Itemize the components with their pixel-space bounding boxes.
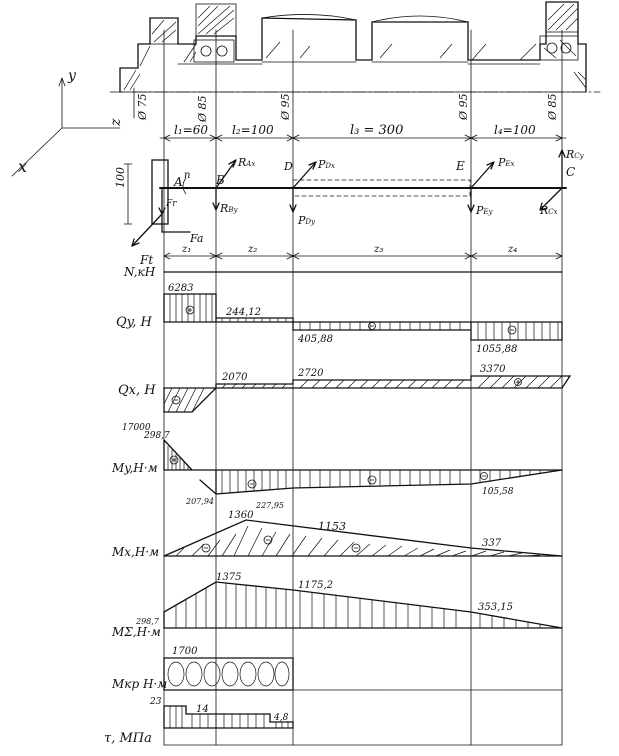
point-e: E <box>455 159 465 173</box>
diagram-tau: τ, МПа 23 14 4,8 <box>104 697 563 746</box>
segment-z1: z₁ <box>181 244 191 255</box>
height-label: 100 <box>114 167 127 188</box>
segment-markers: z₁ z₂ z₃ z₄ <box>163 244 563 260</box>
n-label: N,кН <box>123 265 156 279</box>
force-rcx: RCx <box>539 204 558 217</box>
qx-value-4: 17000 <box>122 423 151 433</box>
shaft-assembly <box>109 1 601 93</box>
force-pey: PEy <box>475 204 494 217</box>
msum-value-3: 1175,2 <box>298 580 333 591</box>
moment-symbol: n <box>184 170 190 181</box>
tau-value-3: 4,8 <box>273 713 289 723</box>
force-rby: RBy <box>219 202 238 215</box>
length-l3: l₃ = 300 <box>350 123 403 138</box>
diagram-qx: Qx, Н 2070 2720 3370 17000 <box>118 364 572 433</box>
diameter-3: Ø 95 <box>279 93 292 121</box>
diameter-5: Ø 85 <box>546 93 559 121</box>
qx-value-1: 2070 <box>221 372 248 383</box>
force-rcy: RCy <box>565 148 585 161</box>
diagram-my: My,Н·м 298,7 207,94 227,95 105,58 <box>111 431 563 510</box>
axis-label-y: y <box>67 68 77 84</box>
point-c: C <box>566 165 575 179</box>
mx-value-1: 1360 <box>228 510 254 521</box>
length-dimensions: l₁=60 l₂=100 l₃ = 300 l₄=100 <box>159 123 567 142</box>
tau-value-1: 23 <box>149 697 162 707</box>
qx-label: Qx, Н <box>118 383 156 398</box>
qy-value-3: 405,88 <box>297 334 333 345</box>
diagram-qy: Qy, Н 6283 244,12 405,88 1055,88 <box>116 283 563 355</box>
diagram-mx: Mx,Н·м 1360 1153 337 <box>111 510 563 559</box>
msum-value-4: 353,15 <box>478 602 513 613</box>
coordinate-axes: y z x <box>11 68 124 177</box>
diagram-mkr: Mкр Н·м 1700 <box>111 646 563 691</box>
msum-value-1: 298,7 <box>135 617 160 626</box>
my-value-3: 227,95 <box>255 501 284 510</box>
diameter-labels: Ø 75 Ø 85 Ø 95 Ø 95 Ø 85 <box>136 93 559 123</box>
bearing-housing-left <box>149 3 237 63</box>
mx-value-2: 1153 <box>318 520 346 533</box>
my-label: My,Н·м <box>111 461 158 475</box>
force-pex: PEx <box>497 156 515 169</box>
force-ft: Ft <box>139 253 153 267</box>
segment-z2: z₂ <box>247 244 257 255</box>
length-l4: l₄=100 <box>494 123 536 137</box>
axis-label-z: z <box>108 118 124 127</box>
point-d: D <box>283 160 293 173</box>
qy-label: Qy, Н <box>116 315 153 330</box>
mkr-label: Mкр Н·м <box>111 677 167 691</box>
my-value-4: 105,58 <box>482 487 514 497</box>
msum-label: MΣ,Н·м <box>111 625 161 639</box>
qx-value-3: 3370 <box>480 364 506 375</box>
mx-value-3: 337 <box>482 538 502 549</box>
my-value-2: 207,94 <box>185 497 214 506</box>
my-value-1: 298,7 <box>143 431 170 441</box>
point-a: A <box>173 175 183 189</box>
loading-scheme: 100 A B D E C n Fr Fa Ft RAx RBy PDx P <box>114 148 585 267</box>
force-fr: Fr <box>165 199 177 209</box>
force-fa: Fa <box>189 232 203 245</box>
point-b: B <box>215 173 225 187</box>
diameter-4: Ø 95 <box>457 93 470 121</box>
force-pdy: PDy <box>297 214 316 227</box>
msum-value-2: 1375 <box>216 572 241 583</box>
diagram-msum: MΣ,Н·м 298,7 1375 1175,2 353,15 <box>111 572 563 639</box>
hub-hatch <box>123 41 587 91</box>
diameter-1: Ø 75 <box>136 93 149 121</box>
diameter-2: Ø 85 <box>196 95 209 123</box>
qy-value-1: 6283 <box>168 283 193 294</box>
axis-label-x: x <box>18 157 27 176</box>
segment-z4: z₄ <box>507 244 517 255</box>
qy-value-2: 244,12 <box>225 307 261 318</box>
qx-value-2: 2720 <box>297 368 324 379</box>
tau-value-2: 14 <box>196 704 209 715</box>
segment-z3: z₃ <box>373 244 383 255</box>
force-pdx: PDx <box>317 158 335 171</box>
length-l1: l₁=60 <box>174 123 208 137</box>
qy-value-4: 1055,88 <box>476 344 517 355</box>
bearing-housing-right <box>539 1 579 61</box>
length-l2: l₂=100 <box>232 123 274 137</box>
mkr-value-1: 1700 <box>172 646 198 657</box>
tau-label: τ, МПа <box>104 731 152 746</box>
mx-label: Mx,Н·м <box>111 545 159 559</box>
diagram-n: N,кН <box>123 265 563 279</box>
force-rax: RAx <box>237 156 255 169</box>
